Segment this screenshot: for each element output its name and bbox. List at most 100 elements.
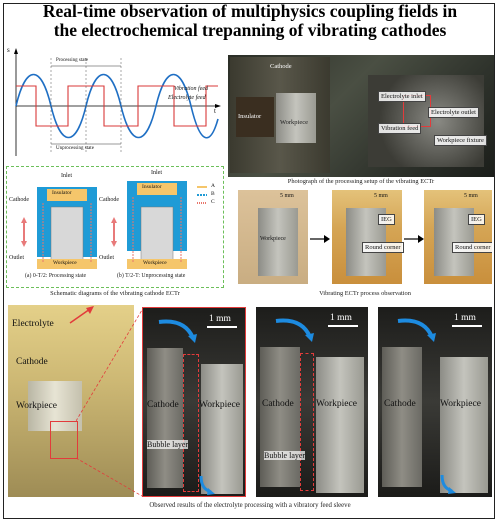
obs2-cathode-label: Cathode (262, 399, 294, 409)
obs2-workpiece-label: Workpiece (316, 399, 357, 409)
sequence-ieg-3: IEG (468, 214, 485, 225)
setup-machine (368, 75, 484, 167)
obs1-bubble-zone (183, 354, 199, 492)
legend-label-c: C (211, 199, 215, 205)
schematic-outlet-a: Outlet (9, 255, 24, 261)
motion-arrow-b (111, 217, 117, 247)
observation-caption: Observed results of the electrolyte proc… (149, 502, 351, 509)
obs2-cathode-block (260, 347, 300, 487)
obs1-workpiece-label: Workpiece (199, 400, 240, 410)
sequence-ieg-2: IEG (378, 214, 395, 225)
obs1-flow-arrow-top (158, 319, 197, 343)
setup-inset: Cathode Insulator Workpiece (230, 57, 330, 173)
base-a (37, 259, 97, 269)
schematic-panel: Inlet Inlet Cathode Cathode Insulator In… (6, 166, 224, 288)
obs3-flow-arrow-bottom (440, 474, 456, 494)
schematic-caption: Schematic diagrams of the vibrating cath… (50, 290, 180, 297)
setup-vibration-label: Vibration feed (378, 123, 422, 134)
obs3-workpiece-block (440, 357, 488, 493)
sequence-caption: Vibrating ECTr process observation (319, 290, 411, 297)
t-axis-arrow (215, 104, 221, 108)
setup-insulator-block (236, 97, 274, 137)
overview-workpiece-label: Workpiece (16, 401, 57, 411)
waveform-plot (14, 48, 221, 156)
setup-insulator-label: Insulator (238, 113, 262, 120)
obs2-bubble-text: Bubble layer (264, 451, 306, 460)
obs3-scale: 1 mm (454, 313, 476, 323)
waveform-panel: s t Processing state Unprocessing state … (6, 44, 224, 164)
sequence-round-corner-2: Round corner (362, 242, 404, 253)
schematic-workpiece-b: Workpiece (143, 260, 167, 266)
obs3-cathode-label: Cathode (384, 399, 416, 409)
obs1-scale-bar (207, 326, 237, 328)
obs2-bubble-zone (300, 353, 314, 491)
schematic-outlet-b: Outlet (99, 255, 114, 261)
phase-label-processing: Processing state (56, 58, 89, 63)
setup-caption: Photograph of the processing setup of th… (287, 178, 435, 185)
obs1-scale: 1 mm (209, 314, 231, 324)
sequence-scale-2: 5 mm (374, 193, 388, 199)
schematic-caption-b: (b) T/2-T: Unprocessing state (117, 273, 186, 279)
overview-electrolyte-arrow (69, 306, 94, 324)
observation-frame-2: 1 mm Cathode Workpiece Bubble layer (256, 307, 368, 497)
overview-red-frame (50, 421, 78, 459)
sequence-frame-1: 5 mm Workpiece (238, 190, 308, 284)
legend-label-a: A (211, 183, 215, 189)
vibration-feed-legend: Vibration feed (174, 86, 209, 92)
sequence-workpiece-label-1: Workpiece (260, 236, 286, 242)
obs3-flow-arrow-top (397, 318, 436, 342)
insulator-a (47, 189, 87, 201)
s-axis-arrow (14, 48, 18, 54)
setup-workpiece-block (276, 93, 316, 143)
obs1-bubble-label: Bubble layer (147, 440, 189, 449)
legend-label-b: B (211, 191, 215, 197)
schematic-caption-a: (a) 0-T/2: Processing state (25, 273, 87, 279)
setup-photo: Cathode Insulator Workpiece Electrolyte … (228, 55, 494, 177)
insulator-b (137, 183, 177, 195)
obs2-flow-arrow-top (275, 318, 314, 342)
title-line-1: Real-time observation of multiphysics co… (42, 1, 458, 21)
workpiece-b (140, 206, 174, 268)
obs2-scale: 1 mm (330, 313, 352, 323)
obs2-workpiece-block (316, 357, 364, 493)
schematic-inlet-a: Inlet (61, 173, 72, 179)
vibration-feed-curve (15, 73, 219, 139)
obs3-scale-bar (452, 325, 482, 327)
phase-label-unprocessing: Unprocessing state (56, 146, 94, 151)
sequence-scale-1: 5 mm (280, 193, 294, 199)
setup-inlet-label: Electrolyte inlet (378, 91, 426, 102)
t-axis-label: t (214, 107, 216, 115)
setup-outlet-label: Electrolyte outlet (428, 107, 479, 118)
obs2-scale-bar (328, 325, 358, 327)
setup-cathode-label: Cathode (270, 63, 292, 70)
schematic-drawing (21, 181, 207, 269)
schematic-cathode: Cathode (9, 197, 29, 203)
schematic-insulator-a: Insulator (52, 190, 72, 196)
electrolyte-feed-legend: Electrolyte feed (168, 95, 206, 101)
sequence-scale-3: 5 mm (464, 193, 478, 199)
obs1-bubble-text: Bubble layer (147, 440, 189, 449)
overview-electrolyte-label: Electrolyte (12, 319, 54, 329)
base-b (127, 259, 187, 269)
obs1-workpiece-block (201, 364, 243, 494)
observation-frame-3: 1 mm Cathode Workpiece (378, 307, 492, 497)
observation-frame-1: 1 mm Cathode Workpiece Bubble layer (142, 307, 246, 497)
overview-cathode-label: Cathode (16, 357, 48, 367)
sequence-frame-3: 5 mm IEG Round corner (424, 190, 492, 284)
obs1-cathode-block (147, 348, 183, 488)
setup-workpiece-label: Workpiece (280, 119, 308, 126)
motion-arrow-a (21, 217, 27, 247)
obs3-workpiece-label: Workpiece (440, 399, 481, 409)
setup-fixture-label: Workpiece fixture (434, 135, 487, 146)
obs1-flow-arrow-bottom (199, 475, 215, 495)
sequence-panel: 5 mm Workpiece 5 mm IEG Round corner 5 m… (238, 190, 492, 284)
sequence-workpiece-1 (258, 208, 298, 276)
observation-overview: Electrolyte Cathode Workpiece (8, 305, 134, 497)
figure-title: Real-time observation of multiphysics co… (0, 2, 500, 40)
schematic-inlet-b: Inlet (151, 170, 162, 176)
obs2-bubble-label: Bubble layer (264, 451, 306, 460)
overview-workpiece-block (28, 381, 82, 431)
title-line-2: the electrochemical trepanning of vibrat… (53, 20, 447, 40)
schematic-insulator-b: Insulator (142, 184, 162, 190)
obs1-cathode-label: Cathode (147, 400, 179, 410)
